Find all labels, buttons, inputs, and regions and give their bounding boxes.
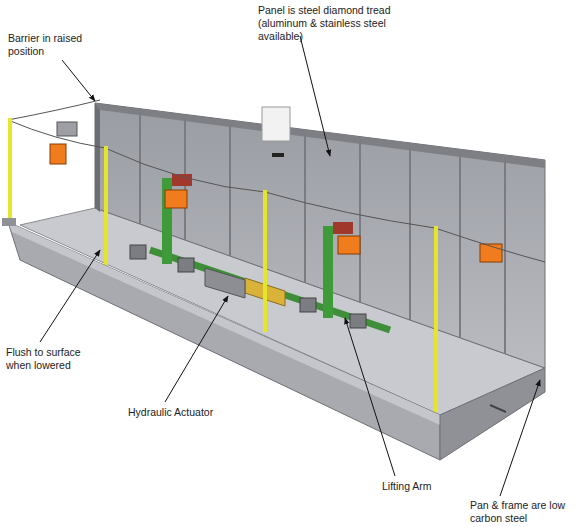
barrier-flange [95,103,545,168]
callout-label: Panel is steel diamond tread (aluminum &… [258,4,423,43]
placard [262,107,290,141]
callout-label: Lifting Arm [382,480,472,493]
lifting-arm-2 [323,226,333,318]
callout-label: Flush to surface when lowered [6,346,101,372]
leader-lines [40,36,540,496]
callout-label: Barrier in raised position [8,32,103,58]
callout-label: Hydraulic Actuator [128,406,248,419]
callout-label: Pan & frame are low carbon steel [470,499,570,525]
pan-end [440,368,545,460]
pan-front [8,222,440,460]
